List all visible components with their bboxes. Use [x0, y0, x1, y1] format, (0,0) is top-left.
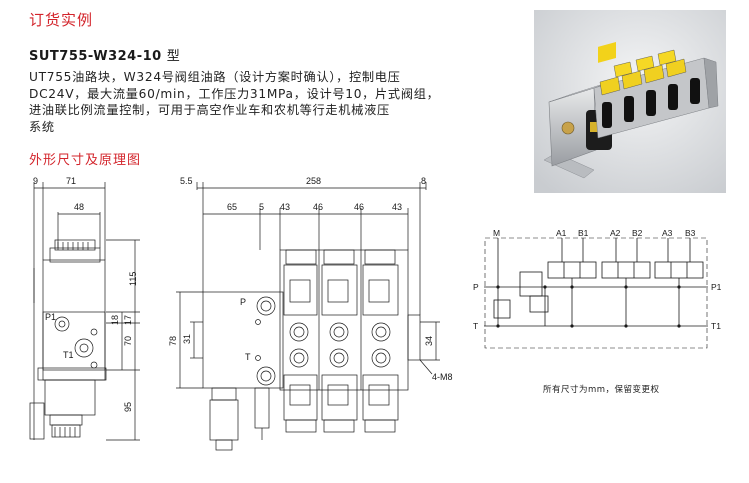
- description-line: 进油联比例流量控制，可用于高空作业车和农机等行走机械液压: [29, 103, 390, 118]
- port-label: A1: [556, 228, 567, 238]
- dim-label: 43: [392, 202, 402, 212]
- port-label: T: [473, 321, 478, 331]
- dim-label: 95: [123, 402, 133, 412]
- dim-label: 115: [128, 272, 138, 286]
- dim-label: 46: [354, 202, 364, 212]
- port-label: M: [493, 228, 500, 238]
- model-heading: SUT755-W324-10 型: [29, 45, 180, 64]
- port-label: T1: [63, 350, 74, 360]
- dim-label: 71: [66, 176, 76, 186]
- dimension-note: 所有尺寸为mm，保留变更权: [543, 385, 660, 395]
- dim-label: 65: [227, 202, 237, 212]
- front-view-outline: [202, 249, 421, 451]
- port-label: P1: [711, 282, 722, 292]
- port-label: P: [473, 282, 479, 292]
- side-view-outline: [29, 239, 107, 440]
- valve-block-photo: [534, 10, 726, 193]
- model-code: SUT755-W324-10: [29, 49, 162, 64]
- dim-label: 31: [182, 334, 192, 344]
- port-label: P1: [45, 312, 56, 322]
- port-label: B1: [578, 228, 589, 238]
- port-label: P: [240, 297, 246, 307]
- dim-label: 46: [313, 202, 323, 212]
- section-title: 订货实例: [29, 11, 94, 29]
- model-description: UT755油路块，W324号阀组油路（设计方案时确认），控制电压 DC24V，最…: [29, 69, 449, 135]
- description-line: DC24V，最大流量60/min，工作压力31MPa，设计号10，片式阀组，: [29, 86, 440, 101]
- dim-label: 9: [33, 176, 38, 186]
- bolt-label: 4-M8: [432, 372, 453, 382]
- dim-label: 17: [123, 315, 133, 325]
- dim-label: 34: [424, 336, 434, 346]
- dim-label: 5: [259, 202, 264, 212]
- dim-label: 70: [123, 336, 133, 346]
- description-line: UT755油路块，W324号阀组油路（设计方案时确认），控制电压: [29, 70, 401, 84]
- dim-label: 5.5: [180, 176, 193, 186]
- dim-label: 43: [280, 202, 290, 212]
- port-label: T1: [711, 321, 721, 331]
- dim-label: 18: [110, 315, 120, 325]
- dim-label: 258: [306, 176, 321, 186]
- port-label: A3: [662, 228, 673, 238]
- model-suffix: 型: [166, 49, 181, 64]
- description-line: 系统: [29, 119, 55, 134]
- port-label: B2: [632, 228, 643, 238]
- drawing-title: 外形尺寸及原理图: [29, 153, 142, 168]
- hydraulic-schematic: M A1 B1 A2 B2 A3 B3 P T P1 T1: [473, 228, 722, 349]
- dim-label: 48: [74, 202, 84, 212]
- dim-label: 8: [421, 176, 426, 186]
- dim-label: 78: [168, 336, 178, 346]
- port-label: B3: [685, 228, 696, 238]
- port-label: A2: [610, 228, 621, 238]
- port-label: T: [245, 352, 251, 362]
